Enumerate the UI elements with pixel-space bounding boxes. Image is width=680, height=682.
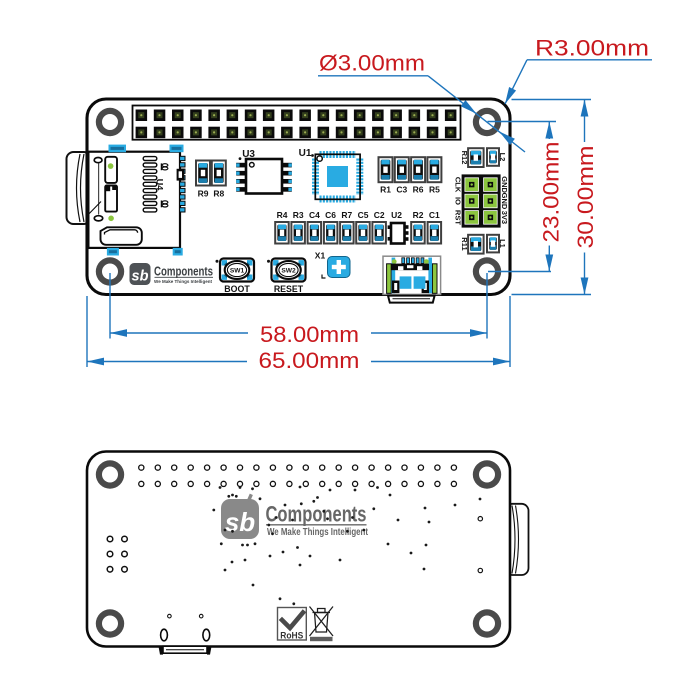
svg-text:C3: C3 — [396, 185, 407, 195]
svg-text:L2: L2 — [498, 153, 507, 162]
svg-text:R9: R9 — [198, 189, 209, 199]
svg-text:R11: R11 — [460, 237, 469, 250]
svg-text:C2: C2 — [374, 210, 385, 220]
svg-text:C4: C4 — [309, 210, 320, 220]
svg-text:R1: R1 — [380, 185, 391, 195]
svg-text:BOOT: BOOT — [224, 284, 250, 294]
svg-text:L1: L1 — [498, 239, 507, 248]
svg-text:RESET: RESET — [274, 284, 304, 294]
svg-text:R3.00mm: R3.00mm — [535, 36, 649, 61]
svg-text:U2: U2 — [391, 210, 402, 220]
svg-text:GND: GND — [500, 193, 509, 210]
svg-text:sb: sb — [225, 507, 255, 537]
svg-text:R2: R2 — [413, 210, 424, 220]
svg-text:U3: U3 — [242, 149, 255, 160]
svg-text:C1: C1 — [429, 210, 440, 220]
svg-text:Ø3.00mm: Ø3.00mm — [319, 51, 425, 76]
svg-text:65.00mm: 65.00mm — [259, 348, 360, 373]
svg-text:C6: C6 — [325, 210, 336, 220]
svg-text:We Make Things Intelligent: We Make Things Intelligent — [154, 279, 212, 285]
svg-text:X1: X1 — [315, 250, 326, 260]
svg-text:30.00mm: 30.00mm — [573, 146, 598, 249]
svg-text:Components: Components — [154, 265, 213, 279]
svg-text:GND: GND — [500, 176, 509, 193]
svg-text:R5: R5 — [429, 185, 440, 195]
svg-text:IO: IO — [453, 197, 462, 205]
svg-text:U4: U4 — [155, 179, 165, 191]
svg-text:SW2: SW2 — [281, 268, 296, 275]
svg-text:3V3: 3V3 — [500, 211, 509, 224]
svg-text:RoHS: RoHS — [280, 631, 303, 641]
svg-text:R6: R6 — [413, 185, 424, 195]
svg-text:sb: sb — [132, 269, 149, 285]
svg-text:We Make Things Intelligent: We Make Things Intelligent — [267, 527, 369, 538]
svg-text:R7: R7 — [341, 210, 352, 220]
svg-text:R3: R3 — [293, 210, 304, 220]
svg-text:R4: R4 — [277, 210, 288, 220]
svg-text:SW1: SW1 — [230, 268, 245, 275]
svg-text:C5: C5 — [358, 210, 369, 220]
svg-text:R8: R8 — [213, 189, 224, 199]
svg-text:RST: RST — [453, 210, 462, 225]
svg-text:CLK: CLK — [453, 177, 462, 193]
svg-text:U1: U1 — [299, 148, 312, 159]
svg-text:R12: R12 — [460, 151, 469, 165]
svg-text:58.00mm: 58.00mm — [260, 322, 359, 347]
svg-text:Components: Components — [266, 502, 367, 527]
svg-text:23.00mm: 23.00mm — [539, 142, 564, 243]
